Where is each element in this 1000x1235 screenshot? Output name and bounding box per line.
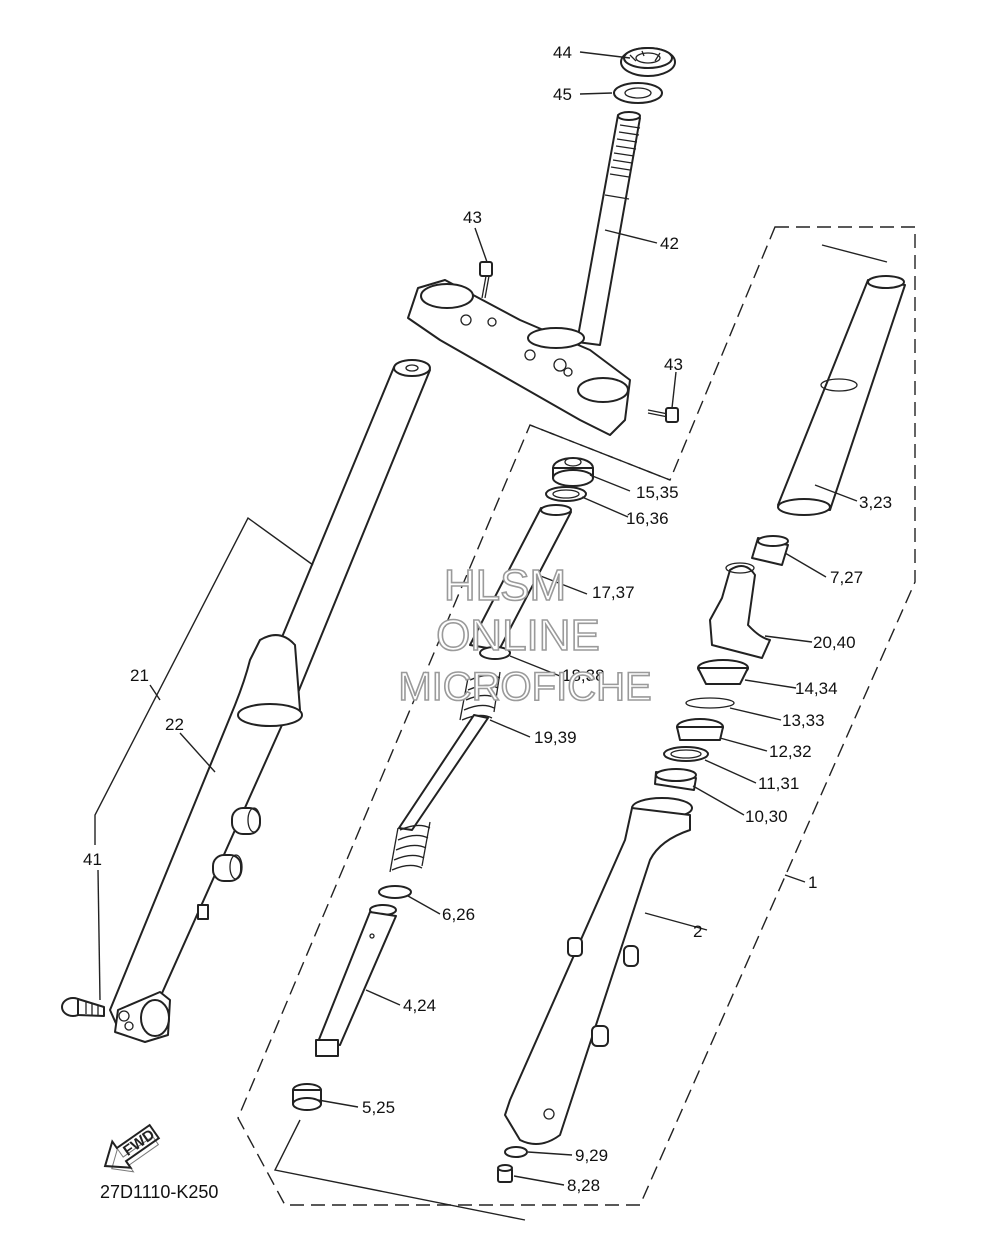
bushing-7 bbox=[751, 535, 789, 566]
callout-20-40: 20,40 bbox=[813, 633, 856, 652]
callout-7-27: 7,27 bbox=[830, 568, 863, 587]
callout-4-24: 4,24 bbox=[403, 996, 436, 1015]
callout-45: 45 bbox=[553, 85, 572, 104]
callout-43-lower: 43 bbox=[664, 355, 683, 374]
group-outline-right-fork bbox=[237, 226, 916, 1206]
callout-8-28: 8,28 bbox=[567, 1176, 600, 1195]
dust-seal-14 bbox=[697, 659, 749, 685]
callout-21: 21 bbox=[130, 666, 149, 685]
piston-ring-6 bbox=[378, 885, 412, 899]
callout-44: 44 bbox=[553, 43, 572, 62]
watermark-line-2: ONLINE bbox=[436, 611, 600, 660]
cap-bolt-15 bbox=[552, 457, 594, 487]
callout-9-29: 9,29 bbox=[575, 1146, 608, 1165]
callout-labels: 44 45 42 43 43 15,35 16,36 17,37 18,38 1… bbox=[83, 43, 892, 1195]
fwd-arrow-icon: FWD bbox=[103, 1123, 161, 1173]
callout-6-26: 6,26 bbox=[442, 905, 475, 924]
watermark: HLSM ONLINE MICROFICHE bbox=[398, 560, 653, 710]
callout-15-35: 15,35 bbox=[636, 483, 679, 502]
callout-13-33: 13,33 bbox=[782, 711, 825, 730]
watermark-line-1: HLSM bbox=[444, 561, 566, 610]
washer-11 bbox=[663, 746, 709, 762]
steering-stem-42 bbox=[576, 111, 641, 346]
diagram-code: 27D1110-K250 bbox=[100, 1182, 218, 1202]
watermark-line-3: MICROFICHE bbox=[398, 665, 651, 709]
leader-lines bbox=[94, 51, 888, 1221]
inner-tube-3 bbox=[777, 275, 906, 516]
circlip-13 bbox=[685, 697, 735, 709]
damper-rod-4 bbox=[315, 904, 397, 1057]
callout-3-23: 3,23 bbox=[859, 493, 892, 512]
o-ring-16 bbox=[545, 486, 587, 502]
gasket-9 bbox=[504, 1146, 528, 1158]
callout-10-30: 10,30 bbox=[745, 807, 788, 826]
callout-16-36: 16,36 bbox=[626, 509, 669, 528]
callout-5-25: 5,25 bbox=[362, 1098, 395, 1117]
spring-19 bbox=[389, 671, 501, 873]
callout-43-upper: 43 bbox=[463, 208, 482, 227]
outer-tube-2 bbox=[504, 797, 693, 1145]
under-bracket bbox=[407, 279, 631, 436]
bolt-41 bbox=[61, 997, 105, 1017]
callout-19-39: 19,39 bbox=[534, 728, 577, 747]
bolt-43-lower bbox=[647, 407, 679, 423]
group-outline-top bbox=[529, 424, 671, 481]
outer-tube-22 bbox=[109, 634, 303, 1043]
bolt-8 bbox=[497, 1164, 513, 1183]
callout-42: 42 bbox=[660, 234, 679, 253]
slide-metal-10 bbox=[654, 768, 697, 791]
ring-nut-44 bbox=[620, 47, 676, 77]
callout-1: 1 bbox=[808, 873, 817, 892]
oil-lock-piece-5 bbox=[292, 1083, 322, 1111]
callout-18-38: 18,38 bbox=[562, 666, 605, 685]
callout-22: 22 bbox=[165, 715, 184, 734]
callout-14-34: 14,34 bbox=[795, 679, 838, 698]
oil-seal-12 bbox=[676, 718, 724, 741]
callout-11-31: 11,31 bbox=[758, 774, 799, 793]
callout-41: 41 bbox=[83, 850, 102, 869]
washer-18 bbox=[479, 646, 511, 660]
cover-20 bbox=[709, 562, 771, 659]
callout-12-32: 12,32 bbox=[769, 742, 812, 761]
washer-45 bbox=[613, 82, 663, 104]
callout-17-37: 17,37 bbox=[592, 583, 635, 602]
bolt-43-upper bbox=[479, 261, 493, 299]
callout-2: 2 bbox=[693, 922, 702, 941]
